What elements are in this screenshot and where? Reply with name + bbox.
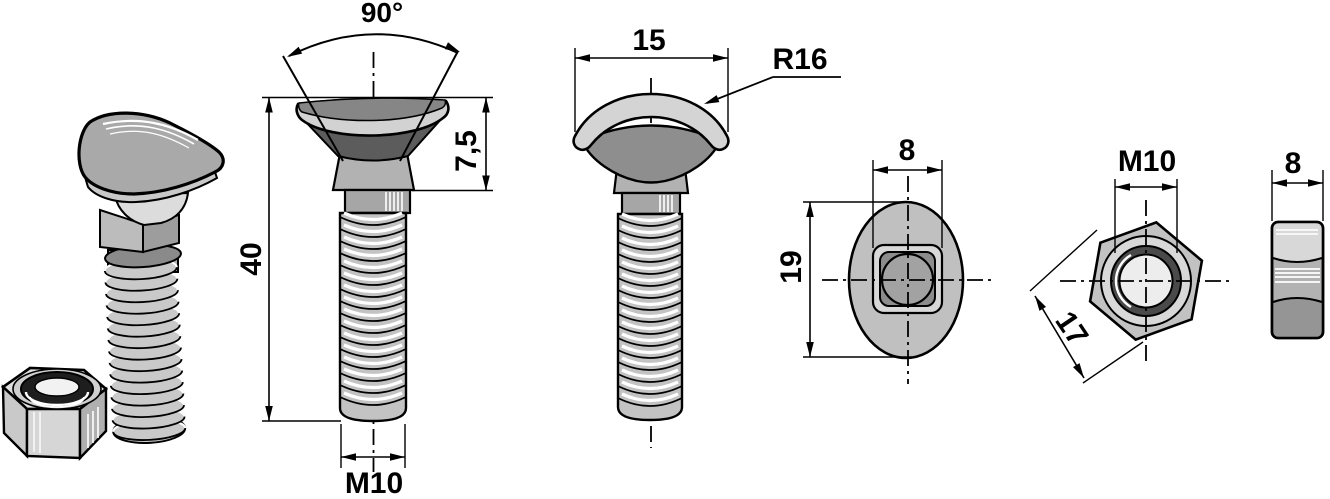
bolt3d-hex-nut — [0, 366, 109, 461]
nutside-bottom-facet — [1273, 299, 1322, 337]
side-head-crest — [572, 92, 730, 152]
nut-thread-label: M10 — [1117, 145, 1177, 178]
nut-dim-17-line — [1034, 295, 1085, 379]
nutside-thickness-label: 8 — [1284, 147, 1302, 180]
view-nut-side — [1270, 170, 1325, 340]
side-threads — [617, 212, 683, 407]
front-head-height-label: 7,5 — [450, 130, 483, 172]
view-bolt-side — [572, 48, 841, 448]
front-thread-label: M10 — [344, 467, 404, 499]
bolt3d-threads — [103, 257, 187, 445]
front-angle-label: 90° — [360, 0, 404, 28]
front-thread-runout — [343, 188, 412, 215]
view-nut-face — [1029, 179, 1232, 384]
front-length-label: 40 — [235, 242, 268, 276]
bottom-square-width-label: 8 — [898, 134, 916, 167]
view-head-bottom — [803, 160, 994, 384]
nutside-top-facet — [1273, 223, 1322, 261]
front-angle-arc — [288, 33, 459, 57]
side-head-dome — [580, 124, 722, 184]
view-bolt-3d — [0, 111, 225, 461]
side-width-label: 15 — [632, 24, 666, 57]
front-threads — [339, 211, 407, 406]
side-radius-label: R16 — [772, 43, 828, 76]
view-bolt-front — [262, 33, 493, 472]
bottom-head-length-label: 19 — [775, 250, 808, 284]
bolt3d-head-highlight — [102, 119, 199, 141]
